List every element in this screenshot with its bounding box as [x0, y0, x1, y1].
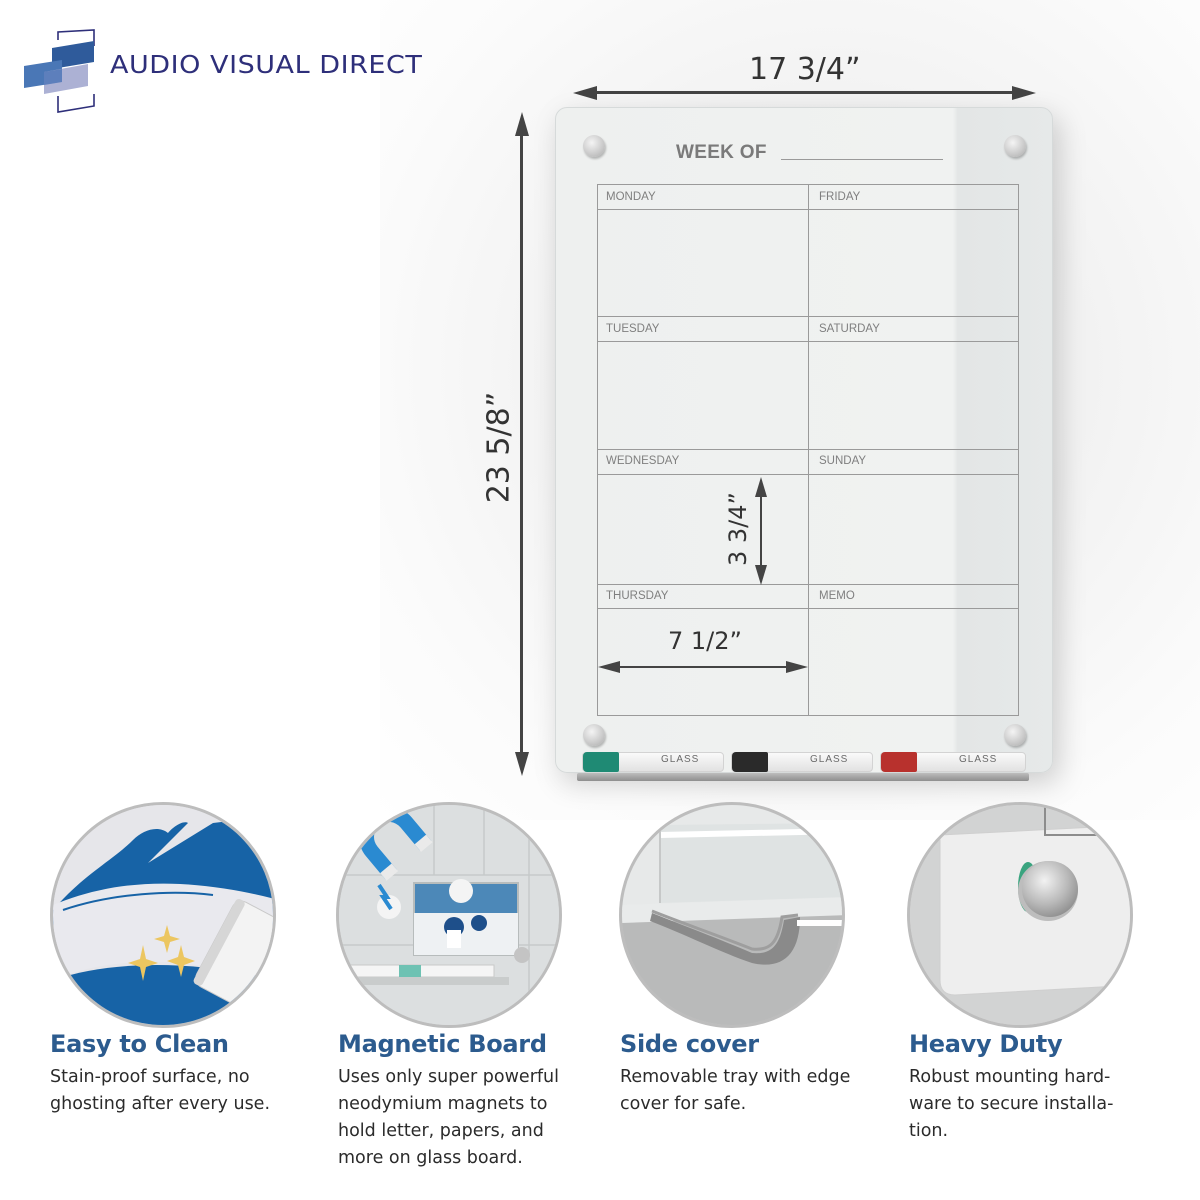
dimension-line	[616, 666, 791, 668]
row-line	[598, 449, 1018, 450]
feature-easy-to-clean: Easy to Clean Stain-proof surface, no gh…	[50, 1030, 300, 1118]
arrow-down-icon	[755, 565, 767, 585]
feature-title: Heavy Duty	[909, 1030, 1063, 1058]
glass-whiteboard: WEEK OF MONDAY FRIDAY TUESDAY SATURDAY W…	[555, 107, 1053, 773]
arrow-up-icon	[515, 112, 529, 136]
cell-label-sunday: SUNDAY	[819, 455, 867, 467]
row-line	[598, 584, 1018, 585]
marker-black: GLASS	[731, 752, 873, 772]
standoff-bottom-right-icon	[1004, 724, 1026, 746]
feature-heavy-duty: Heavy Duty Robust mounting hard-ware to …	[909, 1030, 1159, 1145]
feature-description: Robust mounting hard-ware to secure inst…	[909, 1067, 1114, 1141]
feature-title: Side cover	[620, 1030, 759, 1058]
row-line	[598, 209, 1018, 210]
width-dimension-label: 17 3/4”	[749, 52, 861, 87]
cell-label-saturday: SATURDAY	[819, 323, 880, 335]
cell-label-friday: FRIDAY	[819, 191, 861, 203]
brand-logo: AUDIO VISUAL DIRECT	[22, 28, 482, 118]
marker-cap	[881, 752, 917, 772]
height-dimension-label: 23 5/8”	[481, 391, 517, 504]
arrow-right-icon	[1012, 86, 1036, 100]
marker-label: GLASS	[959, 754, 998, 765]
arrow-left-icon	[598, 661, 620, 673]
cell-height-label: 3 3/4”	[724, 492, 752, 566]
week-of-label: WEEK OF	[676, 142, 767, 163]
tray-cover-icon	[619, 802, 845, 1028]
feature-description: Removable tray with edge cover for safe.	[620, 1067, 851, 1114]
feature-magnetic-board: Magnetic Board Uses only super powerful …	[338, 1030, 588, 1172]
marker-cap	[732, 752, 768, 772]
row-line	[598, 474, 1018, 475]
feature-description: Uses only super powerful neodymium magne…	[338, 1067, 559, 1168]
cell-label-memo: MEMO	[819, 590, 855, 602]
column-divider	[808, 185, 809, 715]
dimension-line	[520, 128, 523, 758]
cell-label-wednesday: WEDNESDAY	[606, 455, 680, 467]
marker-tray	[577, 773, 1029, 781]
logo-mark-icon	[24, 29, 95, 113]
feature-title: Magnetic Board	[338, 1030, 547, 1058]
marker-red: GLASS	[880, 752, 1026, 772]
arrow-right-icon	[786, 661, 808, 673]
standoff-top-right-icon	[1004, 135, 1026, 157]
arrow-left-icon	[573, 86, 597, 100]
standoff-bottom-left-icon	[583, 724, 605, 746]
cell-label-thursday: THURSDAY	[606, 590, 669, 602]
feature-side-cover: Side cover Removable tray with edge cove…	[620, 1030, 870, 1118]
dimension-line	[590, 91, 1020, 94]
magnet-icon	[336, 802, 562, 1028]
mounting-standoff-icon	[907, 802, 1133, 1028]
marker-label: GLASS	[810, 754, 849, 765]
cell-label-monday: MONDAY	[606, 191, 656, 203]
cell-label-tuesday: TUESDAY	[606, 323, 660, 335]
arrow-down-icon	[515, 752, 529, 776]
eraser-sparkle-icon	[50, 802, 276, 1028]
feature-description: Stain-proof surface, no ghosting after e…	[50, 1067, 271, 1114]
cell-width-label: 7 1/2”	[668, 627, 742, 655]
dimension-line	[760, 495, 762, 573]
standoff-top-left-icon	[583, 135, 605, 157]
brand-name: AUDIO VISUAL DIRECT	[110, 50, 423, 79]
week-of-line	[781, 159, 943, 160]
marker-green: GLASS	[582, 752, 724, 772]
row-line	[598, 608, 1018, 609]
weekly-grid: MONDAY FRIDAY TUESDAY SATURDAY WEDNESDAY…	[597, 184, 1019, 716]
feature-title: Easy to Clean	[50, 1030, 229, 1058]
row-line	[598, 341, 1018, 342]
row-line	[598, 316, 1018, 317]
marker-label: GLASS	[661, 754, 700, 765]
marker-cap	[583, 752, 619, 772]
arrow-up-icon	[755, 477, 767, 497]
